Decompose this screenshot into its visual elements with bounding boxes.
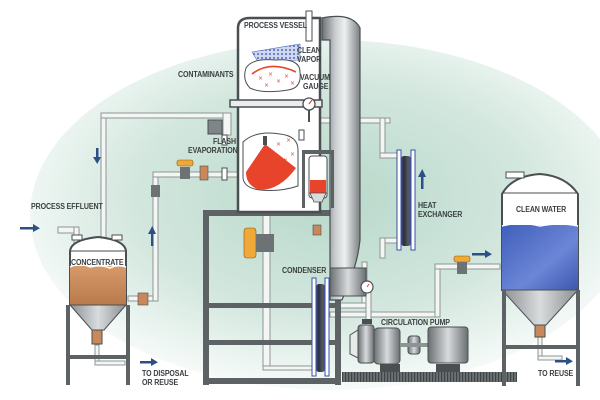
- label-clean-water: CLEAN WATER: [516, 205, 567, 214]
- svg-text:×: ×: [286, 137, 291, 144]
- svg-text:×: ×: [290, 151, 295, 158]
- svg-text:×: ×: [276, 141, 281, 148]
- valve-recirc: [137, 185, 160, 306]
- label-vacuum-gauge-1: VACUUM: [300, 73, 330, 82]
- valve-frame: [243, 224, 322, 259]
- vacuum-gauge: [302, 97, 316, 122]
- label-heat-exchanger-1: HEAT: [418, 201, 437, 210]
- arrow-to-reuse: [555, 357, 573, 365]
- arrow-to-disposal: [140, 358, 158, 366]
- label-flash-1: FLASH: [213, 137, 237, 146]
- sight-glass: [302, 150, 334, 208]
- label-to-disposal-1: TO DISPOSAL: [142, 369, 189, 378]
- label-clean-vapor-2: VAPOR: [297, 55, 322, 64]
- label-concentrate: CONCENTRATE: [71, 258, 124, 267]
- label-condenser: CONDENSER: [282, 266, 327, 275]
- arrow-clean-in: [472, 250, 492, 258]
- svg-text:×: ×: [283, 157, 288, 164]
- label-circulation-pump: CIRCULATION PUMP: [381, 318, 450, 327]
- arrow-up-hx: [418, 169, 426, 189]
- process-vessel: ×××××× ××××: [207, 10, 323, 214]
- valve-flash: [176, 159, 209, 181]
- condenser: [311, 277, 330, 377]
- arrow-effluent-in: [20, 224, 40, 232]
- svg-text:×: ×: [284, 73, 289, 80]
- svg-text:×: ×: [264, 82, 269, 89]
- arrow-up-recirc: [148, 226, 156, 246]
- svg-text:×: ×: [276, 78, 281, 85]
- label-flash-2: EVAPORATION: [188, 146, 238, 155]
- condenser-duct: [321, 15, 367, 301]
- label-clean-vapor-1: CLEAN: [297, 46, 321, 55]
- clean-water-tank: [500, 171, 580, 386]
- flow-arrows: [20, 148, 573, 366]
- label-process-vessel: PROCESS VESSEL: [244, 21, 307, 30]
- svg-text:×: ×: [290, 80, 295, 87]
- heat-exchanger: [396, 149, 416, 251]
- label-to-reuse: TO REUSE: [538, 369, 574, 378]
- label-to-disposal-2: OR REUSE: [142, 378, 179, 387]
- svg-text:×: ×: [258, 75, 263, 82]
- label-heat-exchanger-2: EXCHANGER: [418, 210, 463, 219]
- label-process-effluent: PROCESS EFFLUENT: [31, 202, 103, 211]
- valve-clean-water-inlet: [453, 255, 471, 274]
- arrow-down-left: [93, 148, 101, 164]
- circulation-pump: [342, 280, 517, 382]
- label-vacuum-gauge-2: GAUGE: [303, 82, 329, 91]
- concentrate-tank: [66, 234, 130, 385]
- svg-text:×: ×: [268, 71, 273, 78]
- label-contaminants: CONTAMINANTS: [178, 70, 234, 79]
